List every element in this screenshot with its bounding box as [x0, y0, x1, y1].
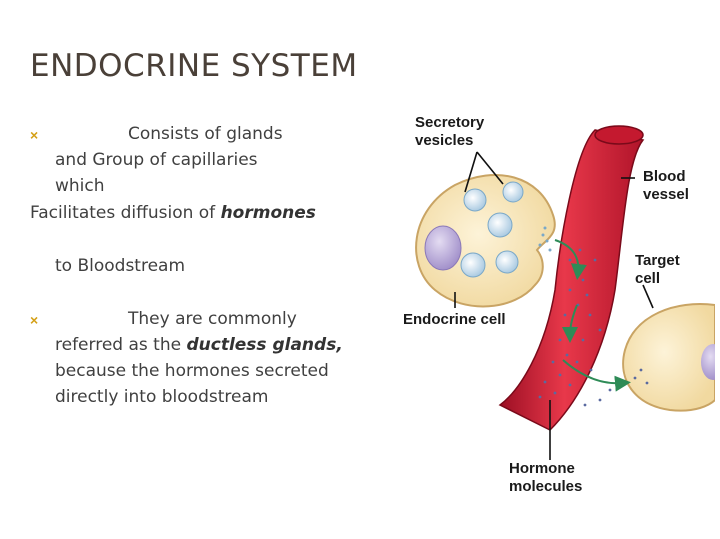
bullet2-line3: because the hormones secreted — [55, 361, 329, 381]
diagram-illustration — [415, 125, 720, 460]
bullet1-line3: which — [55, 176, 105, 196]
endocrine-diagram: Secretory vesicles Blood vessel Target c… — [395, 100, 720, 510]
bullet2-line4: directly into bloodstream — [55, 387, 269, 407]
slide-title: ENDOCRINE SYSTEM — [30, 48, 358, 84]
bullet1-line1: Consists of glands — [128, 124, 283, 144]
label-hormone-molecules-line1: Hormone — [509, 460, 575, 477]
label-secretory-vesicles-line1: Secretory — [415, 114, 485, 131]
arrow-to-target — [562, 359, 631, 392]
bullet1-line4-prefix: Facilitates diffusion of — [30, 203, 221, 223]
exocytosis-vesicle — [538, 226, 552, 252]
bullet-marker-1: × — [30, 127, 39, 143]
bullet2-line1: They are commonly — [128, 309, 297, 329]
bullet2-line2-prefix: referred as the — [55, 335, 187, 355]
endocrine-cell-nucleus — [424, 225, 462, 271]
label-secretory-vesicles: Secretory vesicles — [415, 114, 484, 150]
target-cell — [622, 303, 716, 412]
label-blood-vessel-line2: vessel — [643, 186, 689, 203]
label-blood-vessel-line1: Blood — [643, 168, 686, 185]
target-hormone-particles — [633, 368, 649, 385]
secretory-vesicles — [460, 181, 524, 278]
label-target-cell-line2: cell — [635, 270, 661, 287]
bullet2-line2: referred as the ductless glands, — [55, 335, 343, 355]
ductless-glands-emphasis: ductless glands, — [186, 335, 343, 355]
bullet1-line4: Facilitates diffusion of hormones — [30, 203, 316, 223]
arrow-down-vessel — [562, 304, 579, 343]
label-target-cell: Target cell — [635, 252, 680, 288]
label-endocrine-cell: Endocrine cell — [403, 311, 506, 328]
bullet1-line2: and Group of capillaries — [55, 150, 258, 170]
vessel-opening — [594, 125, 644, 145]
bullet-marker-2: × — [30, 312, 39, 328]
label-hormone-molecules-line2: molecules — [509, 478, 583, 495]
arrow-into-vessel — [554, 239, 587, 280]
label-blood-vessel: Blood vessel — [643, 168, 689, 204]
leader-lines — [454, 151, 654, 460]
label-target-cell-line1: Target — [635, 252, 680, 269]
bullet1-line5: to Bloodstream — [55, 256, 186, 276]
endocrine-cell — [415, 174, 556, 308]
hormones-emphasis: hormones — [220, 203, 316, 223]
label-hormone-molecules: Hormone molecules — [509, 460, 582, 496]
label-secretory-vesicles-line2: vesicles — [415, 132, 474, 149]
